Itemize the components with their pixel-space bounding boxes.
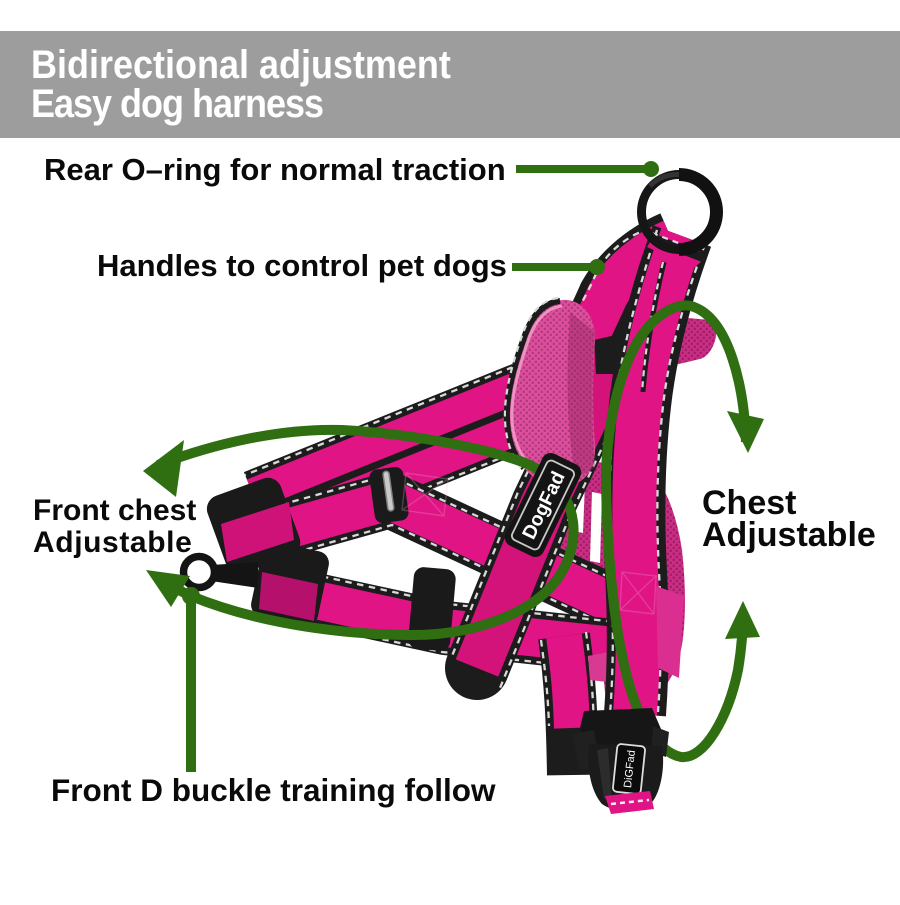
svg-text:Bidirectional adjustment: Bidirectional adjustment [31, 43, 451, 87]
svg-text:Adjustable: Adjustable [33, 526, 192, 559]
svg-text:Chest: Chest [702, 484, 796, 522]
svg-text:Front D buckle training follow: Front D buckle training follow [51, 772, 496, 808]
svg-text:Easy dog harness: Easy dog harness [31, 82, 323, 126]
svg-text:Front chest: Front chest [33, 494, 196, 527]
svg-text:Handles to control pet dogs: Handles to control pet dogs [97, 248, 507, 283]
svg-text:Adjustable: Adjustable [702, 516, 876, 554]
svg-text:DiGFad: DiGFad [622, 750, 638, 789]
svg-text:Rear O–ring for normal tractio: Rear O–ring for normal traction [44, 152, 506, 187]
